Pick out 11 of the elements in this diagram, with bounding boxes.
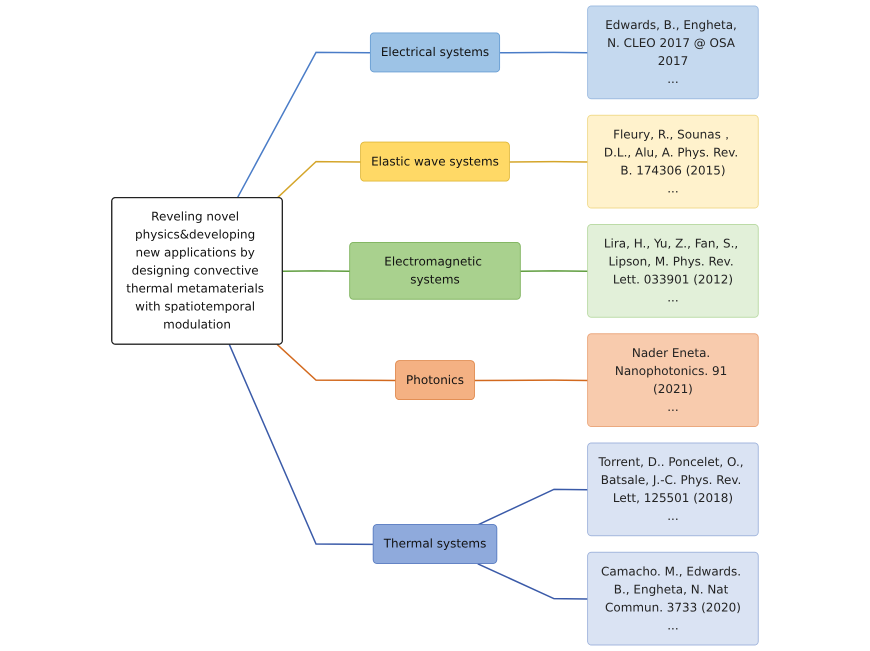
connector bbox=[474, 379, 588, 382]
connector bbox=[276, 160, 362, 198]
connector bbox=[510, 160, 588, 163]
connector bbox=[520, 270, 588, 272]
connector bbox=[477, 563, 588, 600]
connector bbox=[276, 344, 396, 382]
connector bbox=[282, 270, 350, 272]
connector bbox=[228, 344, 374, 546]
connector bbox=[500, 52, 588, 54]
connector bbox=[477, 488, 588, 526]
connector bbox=[236, 52, 371, 198]
